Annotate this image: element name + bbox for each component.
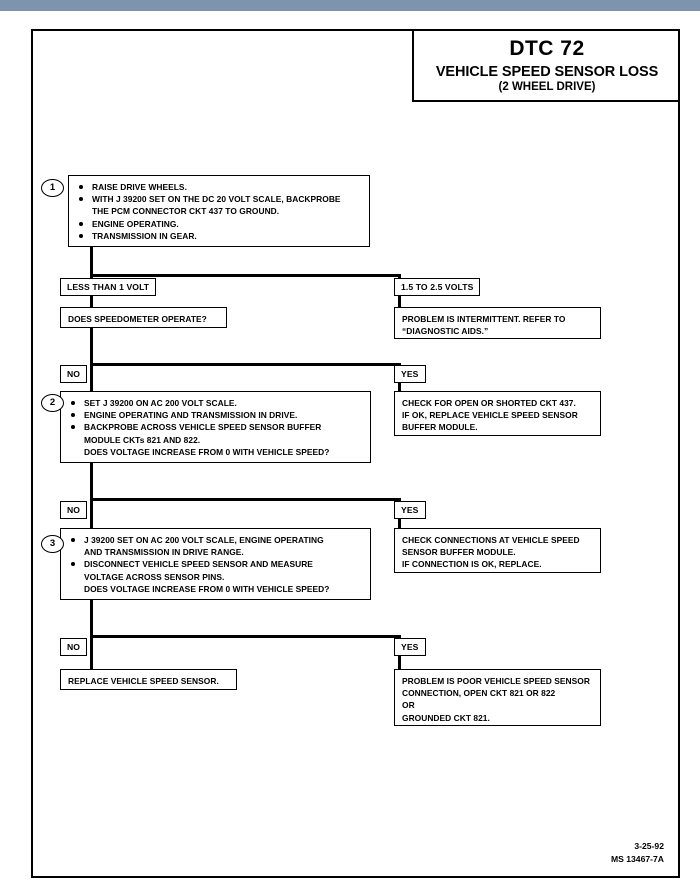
step-2-list: SET J 39200 ON AC 200 VOLT SCALE. ENGINE… — [68, 397, 363, 458]
step-3-list: J 39200 SET ON AC 200 VOLT SCALE, ENGINE… — [68, 534, 363, 595]
label-yes-2: YES — [394, 501, 426, 519]
step-marker-1: 1 — [41, 179, 64, 197]
footer-code: MS 13467-7A — [610, 854, 664, 865]
step-1-list: RAISE DRIVE WHEELS. WITH J 39200 SET ON … — [76, 181, 362, 242]
poor-connection-line-4: GROUNDED CKT 821. — [402, 712, 490, 723]
page-frame: DTC 72 VEHICLE SPEED SENSOR LOSS (2 WHEE… — [31, 29, 680, 878]
step-3-line-2: AND TRANSMISSION IN DRIVE RANGE. — [84, 547, 244, 558]
intermittent-line-1: PROBLEM IS INTERMITTENT. REFER TO — [402, 314, 566, 324]
connector-step3-down — [90, 600, 94, 638]
step-1-line-5: TRANSMISSION IN GEAR. — [76, 230, 362, 242]
check-open-shorted-box: CHECK FOR OPEN OR SHORTED CKT 437. IF OK… — [394, 391, 601, 436]
label-no-2: NO — [60, 501, 88, 519]
connector-no2-down — [90, 517, 94, 531]
step-2-line-3: BACKPROBE ACROSS VEHICLE SPEED SENSOR BU… — [68, 421, 363, 433]
connector-step2-down — [90, 463, 94, 501]
step-3-line-1: J 39200 SET ON AC 200 VOLT SCALE, ENGINE… — [68, 534, 363, 546]
dtc-code: DTC 72 — [509, 37, 585, 60]
footer: 3-25-92 MS 13467-7A — [611, 840, 664, 866]
title-block: DTC 72 VEHICLE SPEED SENSOR LOSS (2 WHEE… — [412, 31, 680, 102]
connector-step2-split — [90, 498, 401, 502]
step-3-line-5: DOES VOLTAGE INCREASE FROM 0 WITH VEHICL… — [84, 583, 330, 594]
intermittent-line-2: “DIAGNOSTIC AIDS.” — [402, 326, 489, 337]
label-no-1: NO — [60, 365, 88, 383]
check-connections-line-3: IF CONNECTION IS OK, REPLACE. — [402, 559, 542, 570]
check-connections-line-2: SENSOR BUFFER MODULE. — [402, 547, 516, 558]
label-no-3: NO — [60, 638, 88, 656]
connector-step1-down — [90, 247, 94, 277]
intermittent-box: PROBLEM IS INTERMITTENT. REFER TO “DIAGN… — [394, 307, 601, 339]
speedometer-question-box: DOES SPEEDOMETER OPERATE? — [60, 307, 227, 328]
dtc-title: VEHICLE SPEED SENSOR LOSS — [435, 64, 659, 81]
check-open-shorted-line-2: IF OK, REPLACE VEHICLE SPEED SENSOR — [402, 410, 578, 421]
step-2-line-4: MODULE CKTs 821 AND 822. — [84, 434, 201, 445]
label-1-5-to-2-5-volts: 1.5 TO 2.5 VOLTS — [394, 278, 481, 296]
top-color-band — [0, 0, 700, 11]
step-2-box: SET J 39200 ON AC 200 VOLT SCALE. ENGINE… — [60, 391, 371, 463]
step-3-line-3: DISCONNECT VEHICLE SPEED SENSOR AND MEAS… — [68, 558, 363, 570]
step-1-line-4: ENGINE OPERATING. — [76, 218, 362, 230]
poor-connection-line-2: CONNECTION, OPEN CKT 821 OR 822 — [402, 688, 556, 699]
step-3-line-4: VOLTAGE ACROSS SENSOR PINS. — [84, 571, 225, 582]
connector-no1-down — [90, 381, 94, 395]
poor-connection-line-1: PROBLEM IS POOR VEHICLE SPEED SENSOR — [402, 676, 590, 686]
connector-speedo-down — [90, 328, 94, 366]
connector-right-to-intermittent — [398, 294, 402, 309]
check-connections-line-1: CHECK CONNECTIONS AT VEHICLE SPEED — [402, 535, 580, 545]
step-1-line-2: WITH J 39200 SET ON THE DC 20 VOLT SCALE… — [76, 193, 362, 205]
step-2-line-1: SET J 39200 ON AC 200 VOLT SCALE. — [68, 397, 363, 409]
step-3-box: J 39200 SET ON AC 200 VOLT SCALE, ENGINE… — [60, 528, 371, 600]
replace-sensor-box: REPLACE VEHICLE SPEED SENSOR. — [60, 669, 237, 690]
check-open-shorted-line-1: CHECK FOR OPEN OR SHORTED CKT 437. — [402, 398, 576, 408]
connector-yes2-down — [398, 517, 402, 531]
connector-step3-left-down — [90, 635, 94, 659]
step-2-line-5: DOES VOLTAGE INCREASE FROM 0 WITH VEHICL… — [84, 446, 330, 457]
connector-left-to-speedo — [90, 294, 94, 309]
connector-step3-split — [90, 635, 401, 639]
check-connections-box: CHECK CONNECTIONS AT VEHICLE SPEED SENSO… — [394, 528, 601, 573]
step-1-line-1: RAISE DRIVE WHEELS. — [76, 181, 362, 193]
step-marker-3: 3 — [41, 535, 64, 553]
connector-step2-left-down — [90, 498, 94, 522]
label-yes-1: YES — [394, 365, 426, 383]
poor-connection-box: PROBLEM IS POOR VEHICLE SPEED SENSOR CON… — [394, 669, 601, 726]
footer-date: 3-25-92 — [634, 841, 664, 852]
connector-speedo-split — [90, 363, 401, 367]
step-marker-2: 2 — [41, 394, 64, 412]
connector-no3-down — [90, 654, 94, 671]
step-1-line-3: THE PCM CONNECTOR CKT 437 TO GROUND. — [92, 206, 280, 217]
step-1-box: RAISE DRIVE WHEELS. WITH J 39200 SET ON … — [68, 175, 370, 247]
label-yes-3: YES — [394, 638, 426, 656]
connector-step1-split — [90, 274, 401, 278]
dtc-subtitle: (2 WHEEL DRIVE) — [498, 80, 596, 93]
step-2-line-2: ENGINE OPERATING AND TRANSMISSION IN DRI… — [68, 409, 363, 421]
label-less-than-1-volt: LESS THAN 1 VOLT — [60, 278, 157, 296]
connector-yes3-down — [398, 654, 402, 671]
connector-speedo-left-down — [90, 363, 94, 386]
check-open-shorted-line-3: BUFFER MODULE. — [402, 422, 478, 433]
connector-yes1-down — [398, 381, 402, 395]
poor-connection-line-3: OR — [402, 700, 415, 711]
